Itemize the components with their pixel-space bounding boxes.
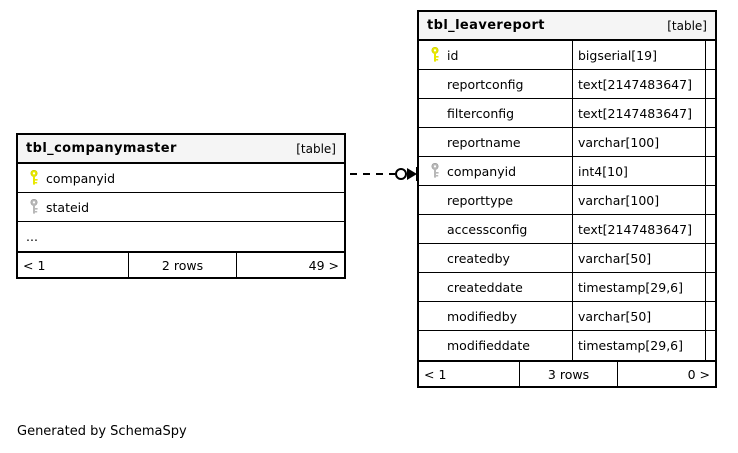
- column-cell-companyid: companyid: [18, 164, 344, 192]
- table-row[interactable]: modifieddate timestamp[29,6]: [419, 331, 715, 360]
- column-name: id: [447, 47, 459, 63]
- table-footer-leavereport: < 1 3 rows 0 >: [419, 360, 715, 386]
- table-footer-companymaster: < 1 2 rows 49 >: [18, 251, 344, 277]
- column-type: text[2147483647]: [572, 215, 705, 243]
- column-list-companymaster: companyid stateid ...: [18, 164, 344, 251]
- more-columns-ellipsis: ...: [26, 229, 38, 244]
- column-type: timestamp[29,6]: [572, 331, 705, 360]
- column-flag-slot: [705, 157, 715, 185]
- column-type: varchar[100]: [572, 128, 705, 156]
- column-name: modifieddate: [447, 338, 530, 353]
- column-cell-companyid: companyid: [419, 157, 572, 185]
- table-row[interactable]: reportconfig text[2147483647]: [419, 70, 715, 99]
- table-box-companymaster[interactable]: tbl_companymaster [table] companyid: [16, 133, 346, 279]
- table-row[interactable]: companyid int4[10]: [419, 157, 715, 186]
- column-cell-stateid: stateid: [18, 193, 344, 221]
- foreign-key-icon: [425, 163, 445, 179]
- column-cell-reporttype: reporttype: [419, 186, 572, 214]
- table-kind-label: [table]: [667, 18, 707, 33]
- table-box-leavereport[interactable]: tbl_leavereport [table] id bigserial[19]: [417, 10, 717, 388]
- footer-next-button[interactable]: 49 >: [236, 253, 344, 277]
- column-cell-modifieddate: modifieddate: [419, 331, 572, 360]
- table-row[interactable]: id bigserial[19]: [419, 41, 715, 70]
- table-row[interactable]: companyid: [18, 164, 344, 193]
- table-title: tbl_companymaster: [26, 141, 177, 156]
- primary-key-icon: [425, 47, 445, 63]
- column-flag-slot: [705, 244, 715, 272]
- column-flag-slot: [705, 331, 715, 360]
- table-kind-label: [table]: [296, 141, 336, 156]
- column-flag-slot: [705, 70, 715, 98]
- table-row[interactable]: createdby varchar[50]: [419, 244, 715, 273]
- table-row[interactable]: filterconfig text[2147483647]: [419, 99, 715, 128]
- column-cell-accessconfig: accessconfig: [419, 215, 572, 243]
- column-cell-reportname: reportname: [419, 128, 572, 156]
- column-name: stateid: [46, 199, 90, 215]
- column-cell-modifiedby: modifiedby: [419, 302, 572, 330]
- column-flag-slot: [705, 99, 715, 127]
- column-type: int4[10]: [572, 157, 705, 185]
- column-name: companyid: [447, 163, 517, 179]
- column-type: bigserial[19]: [572, 41, 705, 69]
- column-cell-more: ...: [18, 222, 344, 251]
- column-name: reportconfig: [447, 76, 524, 92]
- table-row[interactable]: createddate timestamp[29,6]: [419, 273, 715, 302]
- column-flag-slot: [705, 128, 715, 156]
- table-header-leavereport: tbl_leavereport [table]: [419, 12, 715, 41]
- table-row[interactable]: stateid: [18, 193, 344, 222]
- footer-next-button[interactable]: 0 >: [617, 362, 715, 386]
- column-name: createddate: [447, 279, 523, 295]
- footer-row-count: 2 rows: [128, 253, 236, 277]
- footer-row-count: 3 rows: [519, 362, 617, 386]
- column-name: modifiedby: [447, 308, 518, 324]
- column-type: text[2147483647]: [572, 99, 705, 127]
- table-header-companymaster: tbl_companymaster [table]: [18, 135, 344, 164]
- primary-key-icon: [24, 170, 44, 186]
- column-flag-slot: [705, 302, 715, 330]
- column-cell-reportconfig: reportconfig: [419, 70, 572, 98]
- column-flag-slot: [705, 215, 715, 243]
- relationship-connector-companymaster-leavereport: [350, 163, 420, 185]
- column-type: timestamp[29,6]: [572, 273, 705, 301]
- footer-prev-button[interactable]: < 1: [23, 257, 46, 273]
- column-name: companyid: [46, 170, 116, 186]
- column-name: reporttype: [447, 192, 514, 208]
- table-row[interactable]: reportname varchar[100]: [419, 128, 715, 157]
- foreign-key-icon: [24, 199, 44, 215]
- generated-by-credit: Generated by SchemaSpy: [17, 424, 187, 439]
- column-flag-slot: [705, 186, 715, 214]
- footer-prev-button[interactable]: < 1: [424, 366, 447, 382]
- column-cell-id: id: [419, 41, 572, 69]
- column-name: reportname: [447, 134, 521, 150]
- column-name: createdby: [447, 250, 510, 266]
- column-name: filterconfig: [447, 105, 515, 121]
- column-list-leavereport: id bigserial[19] reportconfig text[21474…: [419, 41, 715, 360]
- column-type: text[2147483647]: [572, 70, 705, 98]
- table-row[interactable]: modifiedby varchar[50]: [419, 302, 715, 331]
- table-row[interactable]: accessconfig text[2147483647]: [419, 215, 715, 244]
- column-cell-createddate: createddate: [419, 273, 572, 301]
- column-cell-filterconfig: filterconfig: [419, 99, 572, 127]
- column-type: varchar[50]: [572, 244, 705, 272]
- column-cell-createdby: createdby: [419, 244, 572, 272]
- table-row[interactable]: reporttype varchar[100]: [419, 186, 715, 215]
- column-flag-slot: [705, 273, 715, 301]
- column-type: varchar[50]: [572, 302, 705, 330]
- table-title: tbl_leavereport: [427, 18, 545, 33]
- column-flag-slot: [705, 41, 715, 69]
- table-row[interactable]: ...: [18, 222, 344, 251]
- column-name: accessconfig: [447, 221, 528, 237]
- column-type: varchar[100]: [572, 186, 705, 214]
